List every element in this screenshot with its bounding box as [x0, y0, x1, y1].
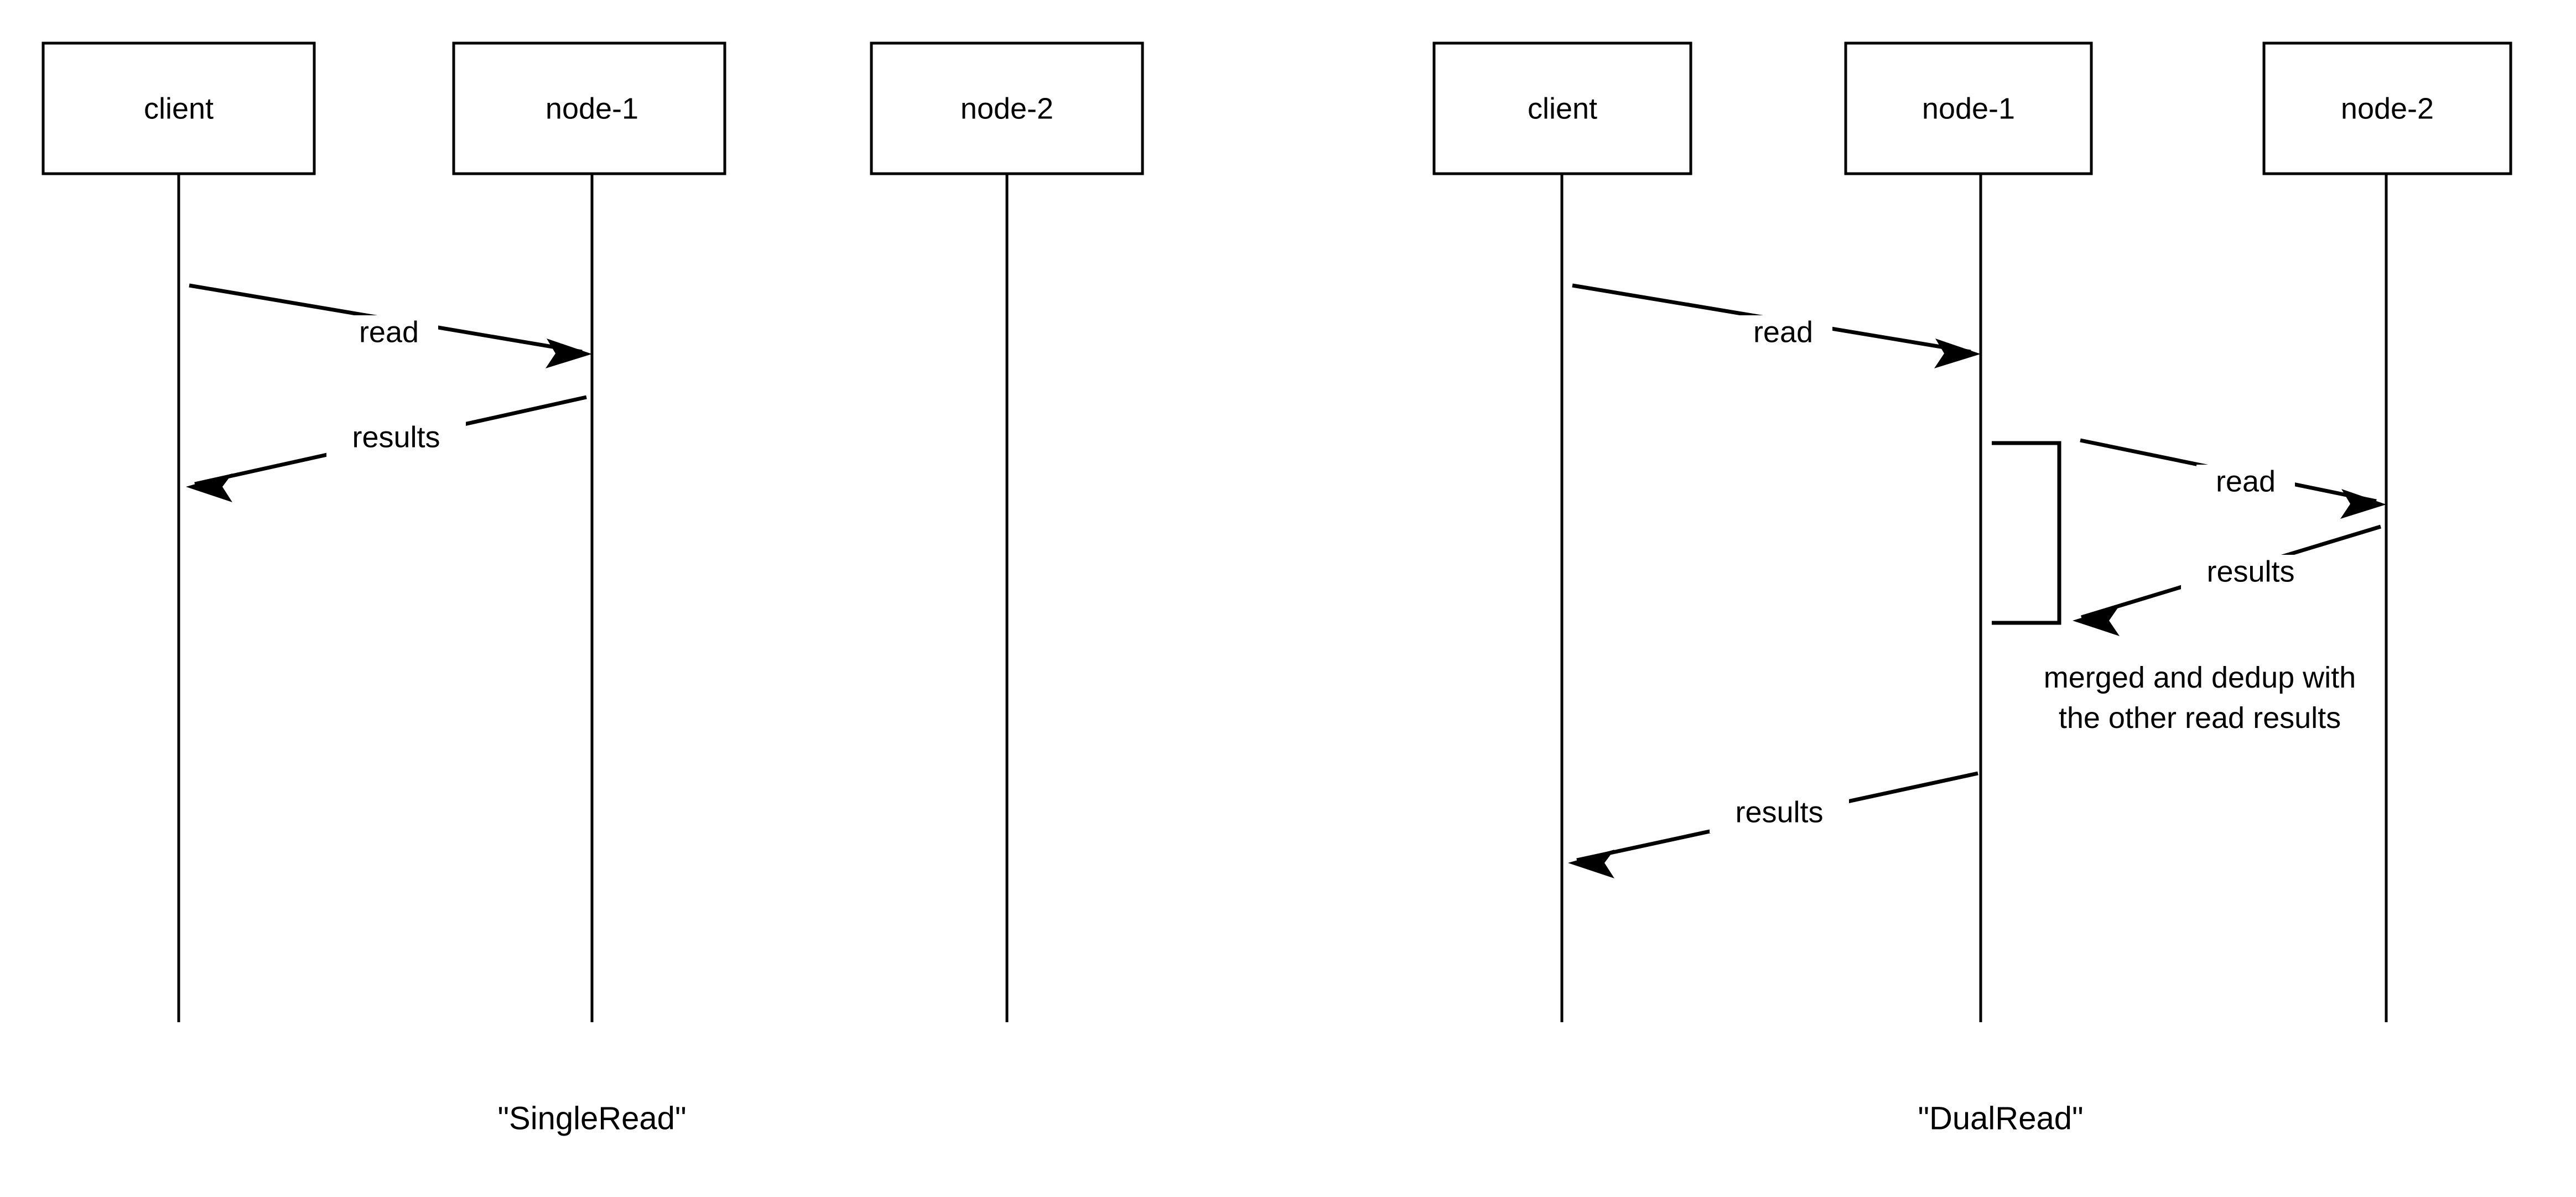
participant-box: [41, 41, 316, 175]
arrow-head-icon: [546, 339, 592, 368]
message-label-backdrop: [326, 420, 466, 458]
participant-client: client: [1432, 41, 1692, 175]
message-read-client-to-node-1: read: [1572, 283, 1981, 368]
participant-node-1: node-1: [1844, 41, 2093, 175]
participant-node-1: node-1: [452, 41, 726, 175]
activation-bracket-shape: [1992, 441, 2061, 625]
message-label: read: [2216, 465, 2276, 498]
message-label-backdrop: [340, 315, 438, 353]
message-results-node-1-to-client: results: [1568, 771, 1978, 878]
arrow-head-icon: [186, 473, 232, 502]
message-label: results: [1735, 795, 1823, 829]
participant-label: node-1: [546, 92, 638, 125]
arrow-head-icon: [1934, 339, 1981, 368]
diagram-caption: "SingleRead": [497, 1100, 686, 1136]
diagram-caption: "DualRead": [1918, 1100, 2083, 1136]
participant-label: node-1: [1922, 92, 2015, 125]
arrow-head-icon: [2340, 489, 2386, 519]
message-label-backdrop: [2181, 555, 2320, 592]
participant-label: client: [1528, 92, 1597, 125]
arrow-head-icon: [1568, 850, 1614, 878]
message-label-backdrop: [1734, 315, 1832, 353]
message-label: read: [1753, 315, 1813, 348]
message-label-backdrop: [1710, 795, 1849, 833]
participant-box: [2262, 41, 2512, 175]
participant-label: node-2: [2341, 92, 2434, 125]
participant-node-2: node-2: [870, 41, 1144, 175]
diagram-dual-read: client node-1 node-2 read: [1432, 41, 2512, 1136]
note-merged-dedup: merged and dedup with the other read res…: [2044, 661, 2356, 735]
message-read-node-1-to-node-2: read: [2080, 438, 2386, 519]
note-line-1: merged and dedup with: [2044, 661, 2356, 694]
message-results-node-1-to-client: results: [186, 395, 587, 502]
participant-box: [870, 41, 1144, 175]
activation-node-1: [1992, 441, 2061, 625]
participant-label: node-2: [960, 92, 1053, 125]
participant-node-2: node-2: [2262, 41, 2512, 175]
diagram-single-read: client node-1 node-2 read: [41, 41, 1144, 1136]
message-label: results: [352, 420, 440, 454]
participant-box: [1844, 41, 2093, 175]
participant-box: [452, 41, 726, 175]
arrow-head-icon: [2073, 606, 2120, 636]
participant-box: [1432, 41, 1692, 175]
note-line-2: the other read results: [2059, 701, 2341, 735]
message-label-backdrop: [2196, 465, 2295, 502]
message-results-node-2-to-node-1: results: [2073, 524, 2382, 636]
message-read-client-to-node-1: read: [189, 283, 592, 368]
participant-label: client: [144, 92, 214, 125]
message-label: read: [359, 315, 419, 348]
message-label: results: [2206, 555, 2294, 588]
participant-client: client: [41, 41, 316, 175]
